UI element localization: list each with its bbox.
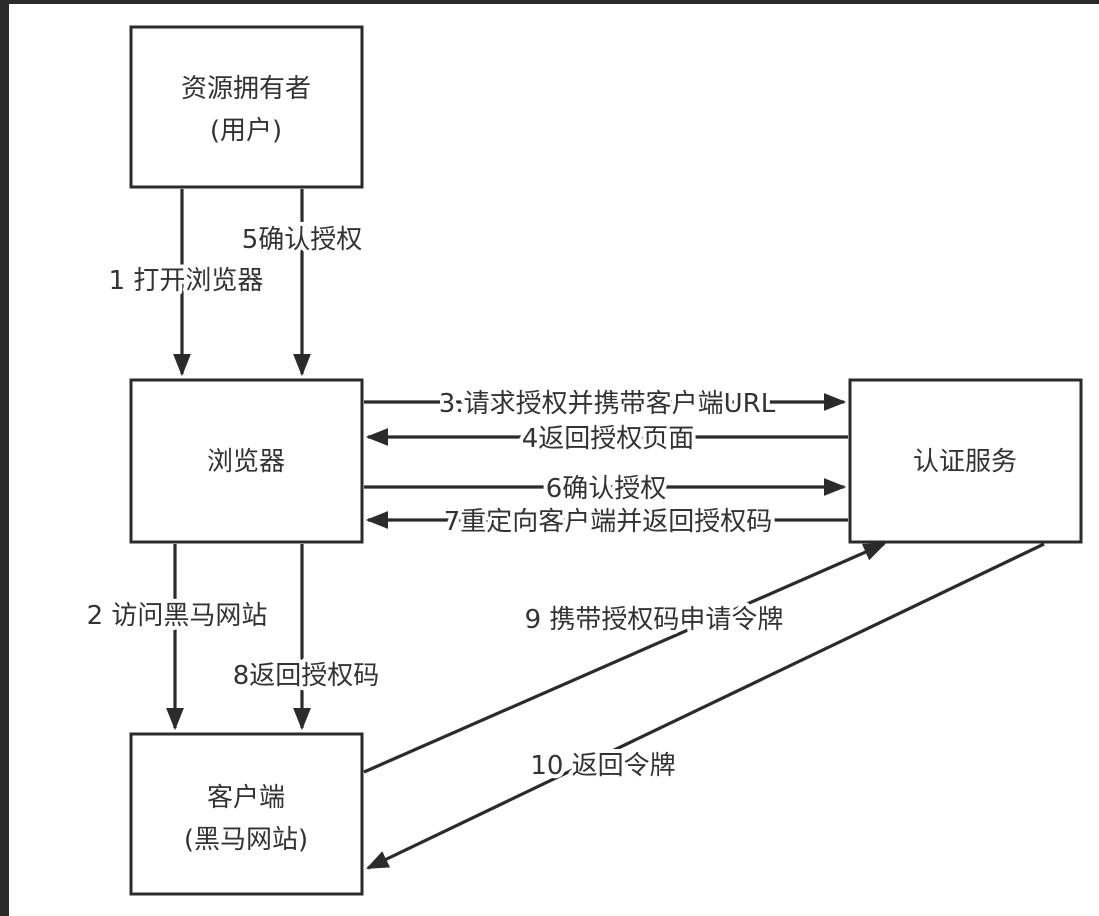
edge-6-label: 6确认授权 xyxy=(546,474,667,504)
edge-3-request-auth: 3.请求授权并携带客户端URL xyxy=(364,385,847,423)
editor-left-edge xyxy=(0,0,9,916)
node-client: 客户端 (黑马网站) xyxy=(129,732,364,896)
browser-title: 浏览器 xyxy=(207,447,285,477)
client-title: 客户端 xyxy=(207,783,285,813)
edge-10-return-token: 10 返回令牌 xyxy=(365,542,1045,870)
resource-owner-subtitle: (用户) xyxy=(210,116,282,146)
edge-9-request-token: 9 携带授权码申请令牌 xyxy=(363,542,887,774)
editor-top-edge xyxy=(0,0,1099,4)
client-box xyxy=(129,732,364,896)
node-auth-service: 认证服务 xyxy=(848,378,1083,544)
edge-4-label: 4返回授权页面 xyxy=(522,424,695,454)
edge-9-line xyxy=(363,542,887,774)
edge-4-return-auth-page: 4返回授权页面 xyxy=(365,420,848,458)
edge-1-open-browser: 1 打开浏览器 xyxy=(105,189,267,377)
edge-5-confirm-auth: 5确认授权 xyxy=(238,189,366,377)
edge-6-confirm-auth: 6确认授权 xyxy=(364,470,847,508)
edge-7-label: 7重定向客户端并返回授权码 xyxy=(444,507,773,537)
edge-8-label: 8返回授权码 xyxy=(233,661,380,691)
node-resource-owner: 资源拥有者 (用户) xyxy=(129,25,364,189)
browser-box xyxy=(129,378,364,544)
edge-3-label: 3.请求授权并携带客户端URL xyxy=(439,389,776,419)
edge-2-label: 2 访问黑马网站 xyxy=(87,601,268,631)
auth-service-box xyxy=(848,378,1083,544)
auth-service-title: 认证服务 xyxy=(913,447,1017,477)
resource-owner-box xyxy=(129,25,364,189)
edge-8-return-code: 8返回授权码 xyxy=(229,544,383,731)
edge-7-redirect-with-code: 7重定向客户端并返回授权码 xyxy=(365,503,848,541)
edge-10-line xyxy=(365,542,1045,870)
edge-9-label: 9 携带授权码申请令牌 xyxy=(525,605,784,635)
edge-2-visit-site: 2 访问黑马网站 xyxy=(83,544,271,731)
edge-1-label: 1 打开浏览器 xyxy=(109,266,264,296)
node-browser: 浏览器 xyxy=(129,378,364,544)
edge-5-label: 5确认授权 xyxy=(242,225,363,255)
client-subtitle: (黑马网站) xyxy=(184,825,308,855)
edge-10-label: 10 返回令牌 xyxy=(530,751,675,781)
resource-owner-title: 资源拥有者 xyxy=(181,74,311,104)
